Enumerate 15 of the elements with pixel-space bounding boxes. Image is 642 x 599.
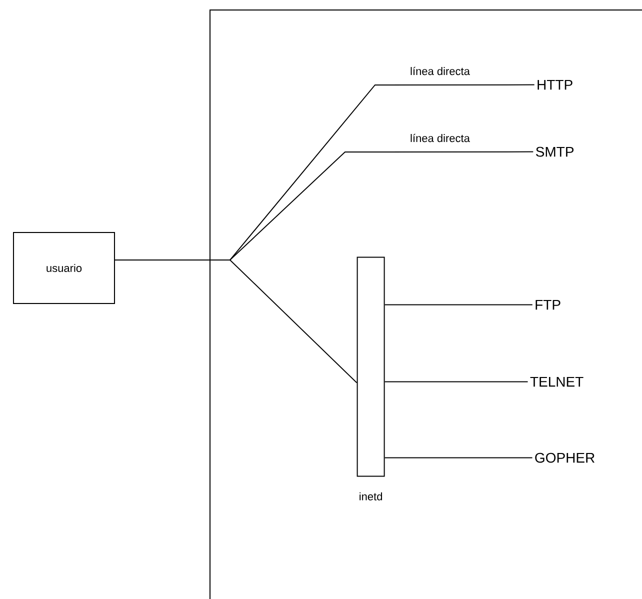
edge-label: línea directa (409, 66, 471, 76)
connector-line (114, 260, 358, 384)
service-label: SMTP (536, 146, 574, 157)
inetd-bar: inetd (356, 256, 385, 500)
connector-line (384, 457, 533, 458)
connector-line (384, 304, 533, 306)
service-label: GOPHER (535, 452, 594, 463)
user-box (210, 10, 642, 599)
service-label: FTP (536, 300, 560, 310)
service-label: TELNET (530, 376, 584, 387)
service-label: HTTP (538, 80, 572, 90)
edge-label: línea directa (409, 132, 471, 144)
user-box: usuario (13, 232, 115, 304)
node-label: inetd (360, 492, 382, 500)
connector-line (384, 381, 528, 382)
